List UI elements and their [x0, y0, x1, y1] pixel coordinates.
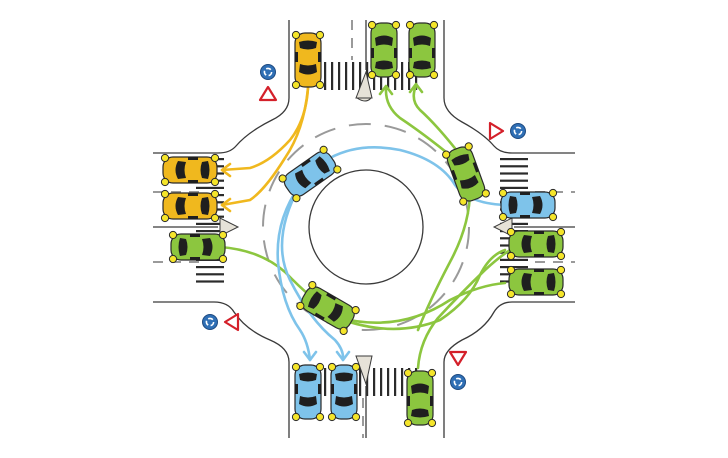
crosswalk-stripe [324, 368, 327, 396]
crosswalk-stripe [380, 368, 383, 396]
crosswalk-stripe [500, 172, 528, 175]
car-north-yellow [291, 30, 325, 90]
roundabout-sign-icon [202, 314, 218, 330]
crosswalk-stripe [196, 230, 224, 233]
car-north-green-left [367, 20, 401, 80]
car-ring-green-ne [442, 142, 490, 206]
crosswalk-stripe [324, 62, 327, 90]
crosswalk-stripe [500, 222, 528, 225]
central-island [308, 169, 424, 285]
car-west-yellow-top [160, 153, 220, 187]
crosswalk-stripe [401, 62, 404, 90]
roundabout-sign-icon [510, 123, 526, 139]
car-ring-blue-nw [278, 145, 342, 203]
path-green-ne1 [412, 84, 470, 167]
splitter-bars [153, 20, 575, 438]
crosswalk-stripe [500, 186, 528, 189]
path-green-sw2 [338, 281, 507, 324]
yield-sign-icon [258, 85, 278, 102]
road-edges [153, 20, 575, 438]
roundabout-sign-icon [450, 374, 466, 390]
crosswalk-stripe [359, 368, 362, 396]
car-east-blue [498, 188, 558, 222]
path-arrowheads [220, 82, 424, 362]
crosswalk-stripe [394, 368, 397, 396]
crosswalk-stripe [359, 62, 362, 90]
path-green-south [416, 248, 512, 370]
yield-sign-icon [488, 121, 505, 141]
car-south-green [403, 368, 437, 428]
roundabout-sign-icon [260, 64, 276, 80]
crosswalk-stripe [196, 186, 224, 189]
crosswalk-stripe [373, 368, 376, 396]
crosswalk-stripe [500, 158, 528, 161]
vehicles [160, 20, 566, 428]
car-ring-green-sw [296, 281, 360, 335]
crosswalk-stripe [500, 165, 528, 168]
crosswalk-stripe [500, 266, 528, 269]
yield-sign-icon [223, 312, 240, 332]
crosswalk-stripe [338, 62, 341, 90]
crosswalk-stripe [352, 62, 355, 90]
yield-sign-icon [448, 350, 468, 367]
crosswalk-stripe [196, 222, 224, 225]
car-south-blue-left [291, 362, 325, 422]
car-west-green [168, 230, 228, 264]
crosswalk-stripe [366, 368, 369, 396]
traffic-signs [202, 64, 526, 390]
crosswalk-stripe [196, 280, 224, 283]
car-east-green-bottom [506, 265, 566, 299]
car-east-green-top [506, 227, 566, 261]
crosswalk-stripe [196, 266, 224, 269]
path-green-ne3 [416, 188, 472, 332]
path-yellow-2 [220, 86, 310, 207]
car-south-blue-right [327, 362, 361, 422]
path-blue-2 [276, 183, 312, 362]
crosswalk-stripe [196, 273, 224, 276]
car-west-yellow-bottom [160, 189, 220, 223]
crosswalk-stripe [331, 62, 334, 90]
car-north-green-right [405, 20, 439, 80]
crosswalk-stripe [387, 368, 390, 396]
crosswalk-stripe [345, 62, 348, 90]
crosswalk-stripe [500, 179, 528, 182]
path-green-sw [328, 248, 507, 331]
crosswalk-stripe [401, 368, 404, 396]
crosswalk-stripe [500, 258, 528, 261]
